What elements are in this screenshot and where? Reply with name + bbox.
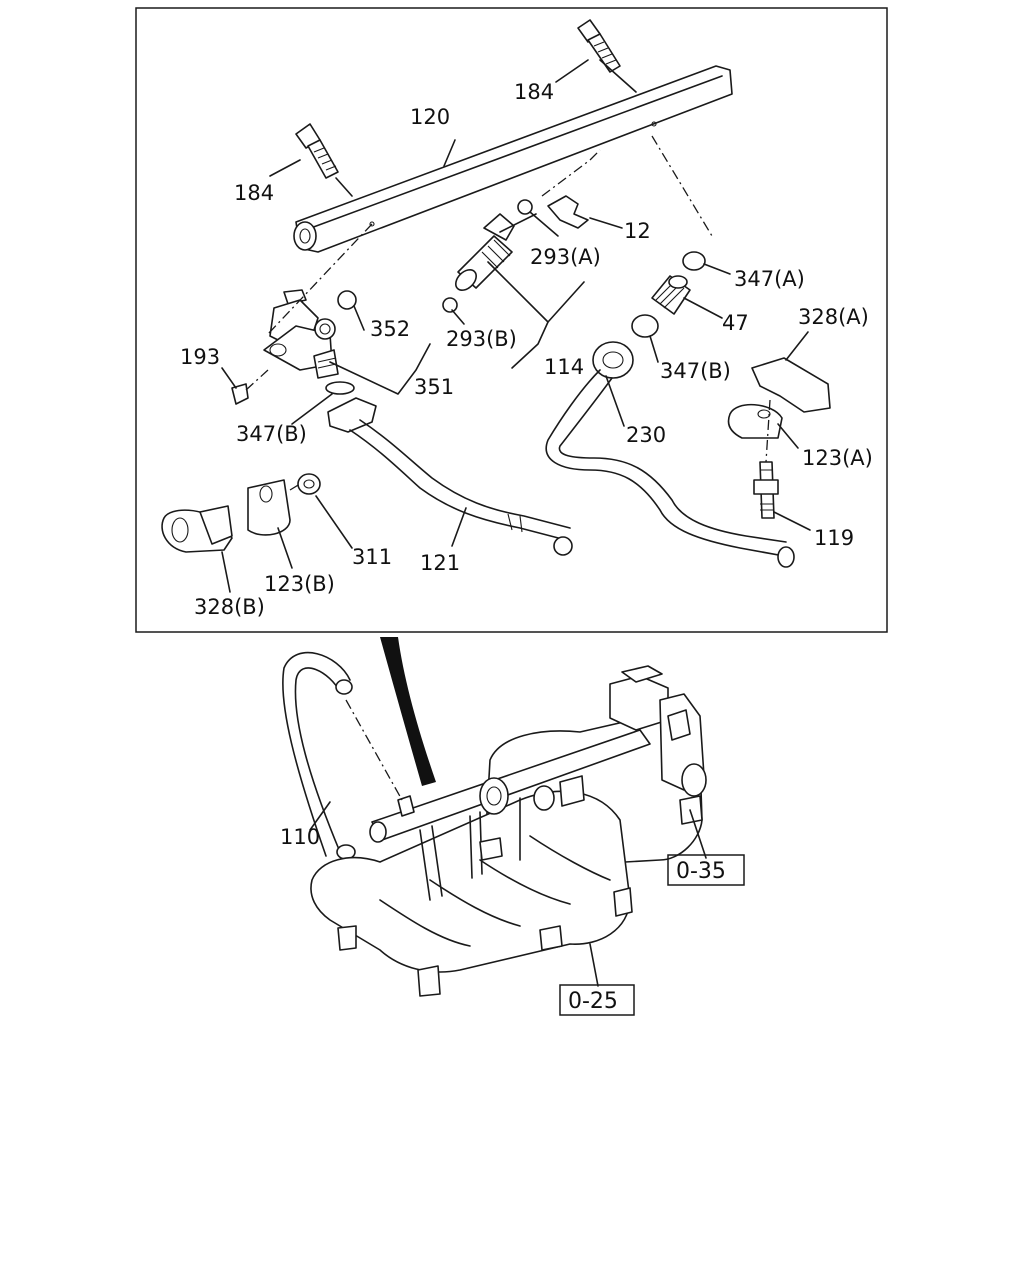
o-ring-293b bbox=[442, 297, 458, 313]
stud-119 bbox=[753, 461, 779, 519]
callout-230: 230 bbox=[626, 423, 666, 447]
bracket-328b bbox=[161, 505, 233, 553]
callout-114: 114 bbox=[544, 355, 584, 379]
manifold-leaders bbox=[309, 699, 707, 987]
o-ring-347b-left bbox=[325, 381, 355, 395]
callout-311: 311 bbox=[352, 545, 392, 569]
ref-label-0-35: 0-35 bbox=[676, 859, 726, 884]
callout-328a: 328(A) bbox=[798, 305, 869, 329]
clamp-123a bbox=[727, 403, 783, 439]
clamp-123b bbox=[247, 479, 291, 536]
callout-347b-mid: 347(B) bbox=[660, 359, 731, 383]
o-ring-352 bbox=[337, 290, 357, 310]
screw-193 bbox=[231, 383, 249, 405]
ref-box-0-25 bbox=[559, 984, 635, 1016]
detail-leaders bbox=[221, 59, 811, 593]
fuel-hose-121 bbox=[327, 397, 573, 556]
callout-110: 110 bbox=[280, 825, 320, 849]
callout-184-top: 184 bbox=[514, 80, 554, 104]
callout-120: 120 bbox=[410, 105, 450, 129]
ref-label-0-25: 0-25 bbox=[568, 989, 618, 1014]
nut-311 bbox=[297, 473, 321, 495]
detail-frame bbox=[135, 7, 888, 633]
clip-12 bbox=[547, 195, 589, 229]
bolt-184-left bbox=[295, 123, 339, 179]
callout-293a: 293(A) bbox=[530, 245, 601, 269]
callout-347b-left: 347(B) bbox=[236, 422, 307, 446]
callout-184-left: 184 bbox=[234, 181, 274, 205]
o-ring-293a bbox=[517, 199, 533, 215]
fitting-47 bbox=[651, 275, 691, 315]
o-ring-347b-mid bbox=[631, 314, 659, 338]
fuel-rail-120 bbox=[293, 65, 733, 253]
ref-box-0-35 bbox=[667, 854, 745, 886]
callout-121: 121 bbox=[420, 551, 460, 575]
callout-123b: 123(B) bbox=[264, 572, 335, 596]
injector-114 bbox=[455, 213, 515, 291]
fuel-hose-230 bbox=[545, 341, 795, 568]
callout-352: 352 bbox=[370, 317, 410, 341]
callout-351: 351 bbox=[414, 375, 454, 399]
pointer-arrow bbox=[380, 637, 436, 786]
bracket-328a bbox=[751, 357, 831, 413]
callout-119: 119 bbox=[814, 526, 854, 550]
o-ring-347a bbox=[682, 251, 706, 271]
callout-12: 12 bbox=[624, 219, 651, 243]
intake-manifold bbox=[310, 665, 707, 997]
callout-123a: 123(A) bbox=[802, 446, 873, 470]
callout-193: 193 bbox=[180, 345, 220, 369]
callout-328b: 328(B) bbox=[194, 595, 265, 619]
pressure-regulator-351 bbox=[263, 289, 339, 379]
bolt-184-top bbox=[577, 19, 621, 73]
callout-347a: 347(A) bbox=[734, 267, 805, 291]
callout-47: 47 bbox=[722, 311, 749, 335]
callout-293b: 293(B) bbox=[446, 327, 517, 351]
